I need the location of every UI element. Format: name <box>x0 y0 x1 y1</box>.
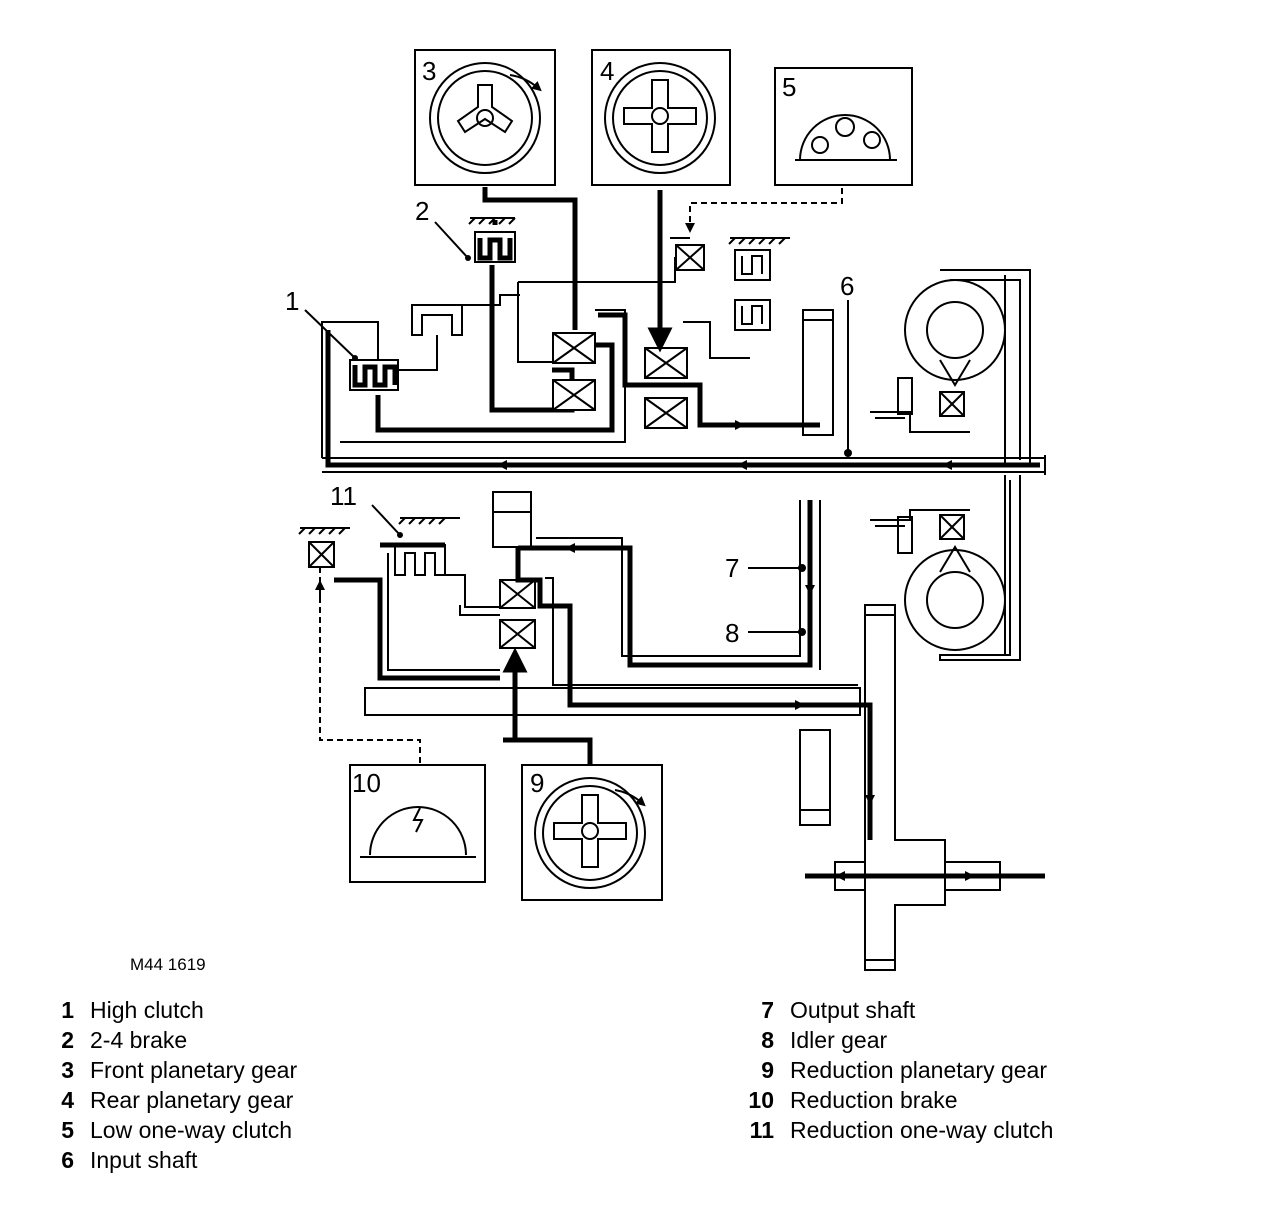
legend-label: Input shaft <box>90 1147 198 1173</box>
callout-11: 11 <box>330 481 357 511</box>
legend-item: 1 High clutch <box>40 995 297 1025</box>
lower-gear-train: 7 8 11 <box>298 481 1045 971</box>
torque-converter <box>870 269 1031 661</box>
legend-left: 1 High clutch 2 2-4 brake 3 Front planetary… <box>40 995 297 1175</box>
callout-9: 9 <box>530 768 544 798</box>
legend-item: 8 Idler gear <box>740 1025 1053 1055</box>
legend-label: Reduction brake <box>790 1087 958 1113</box>
legend-label: Front planetary gear <box>90 1057 298 1083</box>
legend-label: 2-4 brake <box>90 1027 188 1053</box>
legend-item: 5 Low one-way clutch <box>40 1115 297 1145</box>
inset-front-planetary: 3 <box>414 49 556 186</box>
legend-item: 11 Reduction one-way clutch <box>740 1115 1054 1145</box>
legend-number: 10 <box>748 1087 774 1113</box>
upper-gear-train <box>321 187 843 458</box>
legend-number: 1 <box>61 997 74 1023</box>
callout-2: 2 <box>415 196 429 226</box>
callout-6: 6 <box>840 271 854 301</box>
legend-item: 2 2-4 brake <box>40 1025 297 1055</box>
callout-4: 4 <box>600 56 614 86</box>
legend-number: 5 <box>61 1117 74 1143</box>
legend-item: 3 Front planetary gear <box>40 1055 297 1085</box>
legend-item: 6 Input shaft <box>40 1145 297 1175</box>
legend-label: High clutch <box>90 997 204 1023</box>
legend-number: 9 <box>761 1057 774 1083</box>
legend-label: Rear planetary gear <box>90 1087 294 1113</box>
callout-5: 5 <box>782 72 796 102</box>
callout-3: 3 <box>422 56 436 86</box>
legend-item: 9 Reduction planetary gear <box>740 1055 1053 1085</box>
input-shaft: 6 <box>322 271 1046 475</box>
callout-7: 7 <box>725 553 739 583</box>
legend-label: Reduction one-way clutch <box>790 1117 1054 1143</box>
legend-label: Idler gear <box>790 1027 888 1053</box>
callout-1: 1 <box>285 286 299 316</box>
legend-number: 7 <box>761 997 774 1023</box>
legend-label: Reduction planetary gear <box>790 1057 1047 1083</box>
inset-reduction-planetary: 9 <box>521 764 663 901</box>
callout-10: 10 <box>352 768 381 798</box>
inset-rear-planetary: 4 <box>591 49 731 186</box>
legend-number: 6 <box>61 1147 74 1173</box>
legend-label: Output shaft <box>790 997 916 1023</box>
legend-item: 7 Output shaft <box>740 995 1053 1025</box>
callout-8: 8 <box>725 618 739 648</box>
inset-low-one-way-clutch: 5 <box>774 67 913 186</box>
legend-number: 8 <box>761 1027 774 1053</box>
legend-item: 4 Rear planetary gear <box>40 1085 297 1115</box>
legend-right: 7 Output shaft 8 Idler gear 9 Reduction pla… <box>740 995 1053 1145</box>
legend-item: 10 Reduction brake <box>740 1085 1053 1115</box>
callout-leaders-upper: 1 2 <box>285 196 471 361</box>
legend-number: 3 <box>61 1057 74 1083</box>
legend-label: Low one-way clutch <box>90 1117 292 1143</box>
inset-reduction-brake: 10 <box>349 764 486 883</box>
legend-number: 11 <box>749 1117 774 1143</box>
transmission-power-flow-diagram: 3 4 5 10 9 <box>285 49 1046 971</box>
legend-number: 2 <box>61 1027 74 1053</box>
figure-code: M44 1619 <box>130 955 206 974</box>
legend-number: 4 <box>61 1087 74 1113</box>
